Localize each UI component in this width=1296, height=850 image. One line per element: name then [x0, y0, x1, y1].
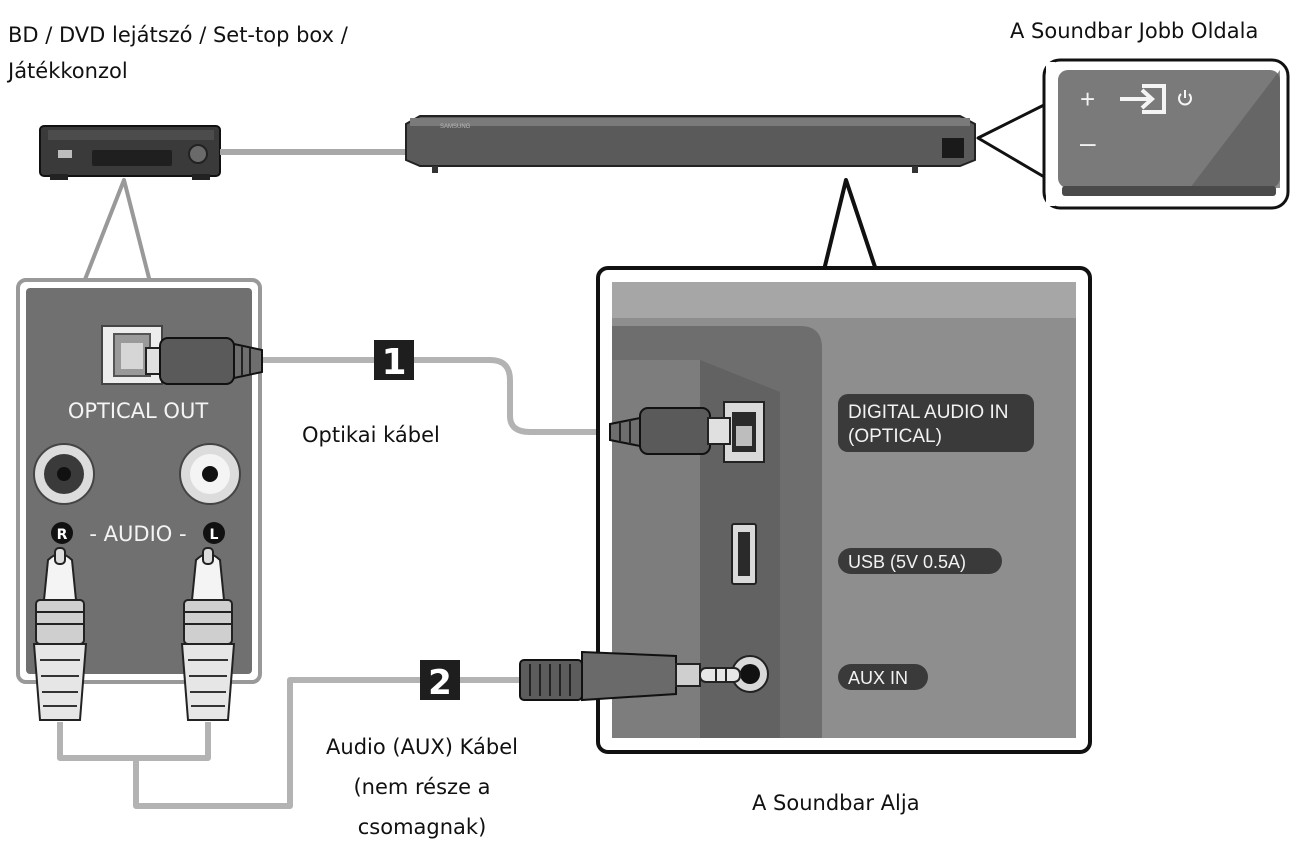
- rca-plug-right: [32, 547, 88, 721]
- right-channel-marker-icon: [51, 522, 73, 544]
- digital-audio-in-sublabel: (OPTICAL): [848, 426, 942, 447]
- source-panel-callout-pointer: [82, 178, 152, 283]
- optical-plug-source: [145, 337, 263, 385]
- optical-plug-soundbar: [609, 407, 731, 455]
- usb-label: USB (5V 0.5A): [848, 552, 966, 572]
- bottom-panel-callout-pointer: [822, 178, 878, 271]
- volume-up-button[interactable]: +: [1080, 84, 1095, 114]
- brand-mark-icon: SAMSUNG: [440, 124, 471, 130]
- step-2-number: 2: [428, 663, 452, 703]
- source-device-title-line2: Játékkonzol: [8, 59, 128, 83]
- step-2-badge: [420, 660, 460, 700]
- power-icon: [1178, 90, 1192, 106]
- soundbar-bottom-title: A Soundbar Alja: [752, 791, 920, 815]
- step-1-badge: [374, 340, 414, 380]
- aux-plug: [519, 650, 741, 702]
- digital-audio-in-label: DIGITAL AUDIO IN: [848, 402, 1008, 423]
- digital-audio-in-label-pill: [838, 394, 1034, 452]
- right-side-panel: + –: [1058, 70, 1280, 196]
- optical-cable-label: Optikai kábel: [302, 423, 440, 447]
- aux-cable-label: Audio (AUX) Kábel: [326, 735, 518, 759]
- soundbar-bottom-panel: DIGITAL AUDIO IN (OPTICAL) USB (5V 0.5A)…: [596, 266, 1092, 754]
- right-side-callout-pointer: [976, 102, 1048, 180]
- soundbar-device: SAMSUNG: [405, 115, 976, 173]
- right-channel-label: R: [57, 527, 68, 543]
- left-channel-marker-icon: [203, 522, 225, 544]
- aux-cable-label-line2: (nem része a: [353, 775, 491, 799]
- audio-label: - AUDIO -: [89, 522, 186, 546]
- left-channel-label: L: [210, 527, 219, 543]
- rca-plug-left: [180, 547, 236, 721]
- aux-in-label-pill: [838, 664, 928, 690]
- aux-in-label: AUX IN: [848, 668, 908, 688]
- player-device: [39, 125, 221, 180]
- source-device-title: BD / DVD lejátszó / Set-top box /: [8, 23, 348, 47]
- soundbar-right-side-title: A Soundbar Jobb Oldala: [1010, 19, 1259, 43]
- step-1-number: 1: [381, 342, 406, 383]
- source-input-icon: [1120, 84, 1166, 114]
- optical-cable: [262, 357, 610, 435]
- volume-down-button[interactable]: –: [1080, 127, 1096, 158]
- optical-out-label: OPTICAL OUT: [68, 399, 209, 423]
- usb-label-pill: [838, 548, 1002, 574]
- aux-cable: [57, 677, 520, 809]
- aux-cable-label-line3: csomagnak): [357, 815, 487, 839]
